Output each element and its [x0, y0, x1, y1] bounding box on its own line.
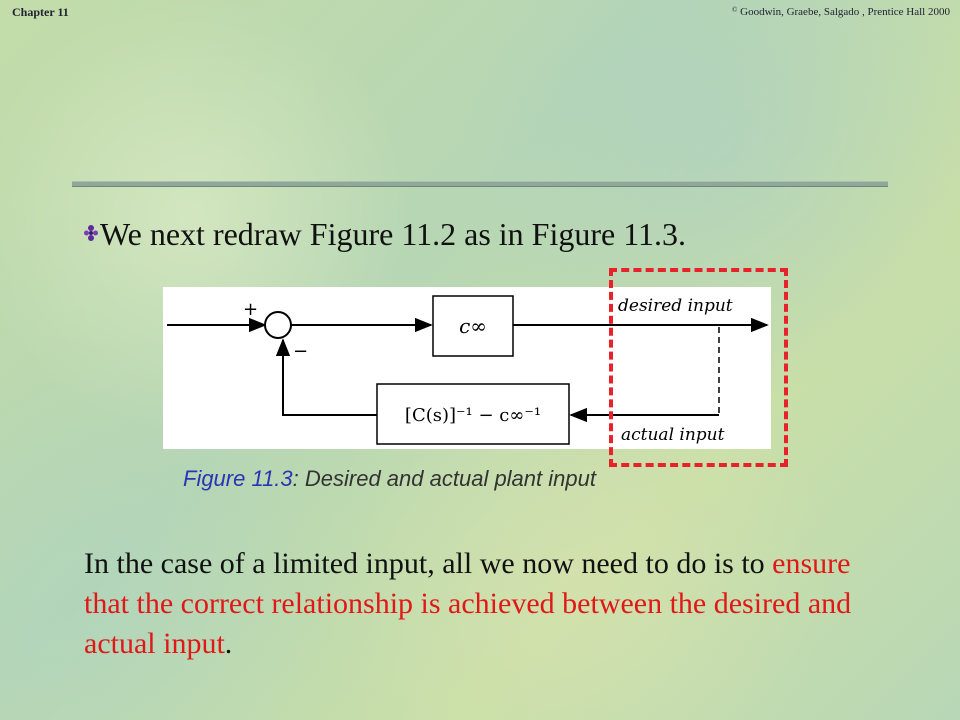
copyright-text: Goodwin, Graebe, Salgado , Prentice Hall… [740, 6, 950, 18]
block-diagram-figure: + − c∞ desired input actual input [C(s)]… [163, 287, 771, 449]
highlight-box [609, 268, 788, 467]
bullet-text: We next redraw Figure 11.2 as in Figure … [100, 216, 687, 252]
block-diagram: + − c∞ desired input actual input [C(s)]… [167, 295, 769, 445]
minus-sign: − [293, 341, 308, 362]
desired-input-label: desired input [618, 296, 733, 316]
feedback-block-label: [C(s)]⁻¹ − c∞⁻¹ [405, 405, 541, 426]
paragraph-part-1: In the case of a limited input, all we n… [84, 547, 773, 580]
body-paragraph: In the case of a limited input, all we n… [84, 544, 884, 664]
diamond-bullet-icon [84, 225, 98, 241]
caption-number: Figure 11.3 [183, 466, 293, 491]
paragraph-part-2: . [224, 627, 233, 660]
actual-input-label: actual input [621, 425, 725, 445]
paragraph-highlight: ensure that the correct relationship is … [84, 547, 852, 660]
forward-block [432, 295, 514, 357]
forward-block-label: c∞ [459, 314, 487, 338]
figure-caption: Figure 11.3: Desired and actual plant in… [183, 466, 596, 492]
bullet-item: We next redraw Figure 11.2 as in Figure … [84, 216, 686, 253]
caption-text: : Desired and actual plant input [292, 466, 596, 491]
copyright-symbol: © [732, 6, 738, 14]
title-divider [72, 181, 888, 187]
plus-sign: + [243, 299, 258, 320]
feedback-arrow-out [275, 338, 377, 416]
copyright-notice: © Goodwin, Graebe, Salgado , Prentice Ha… [732, 6, 950, 18]
summing-junction-icon [264, 311, 292, 339]
chapter-label: Chapter 11 [12, 5, 69, 19]
feedback-block [376, 383, 570, 445]
